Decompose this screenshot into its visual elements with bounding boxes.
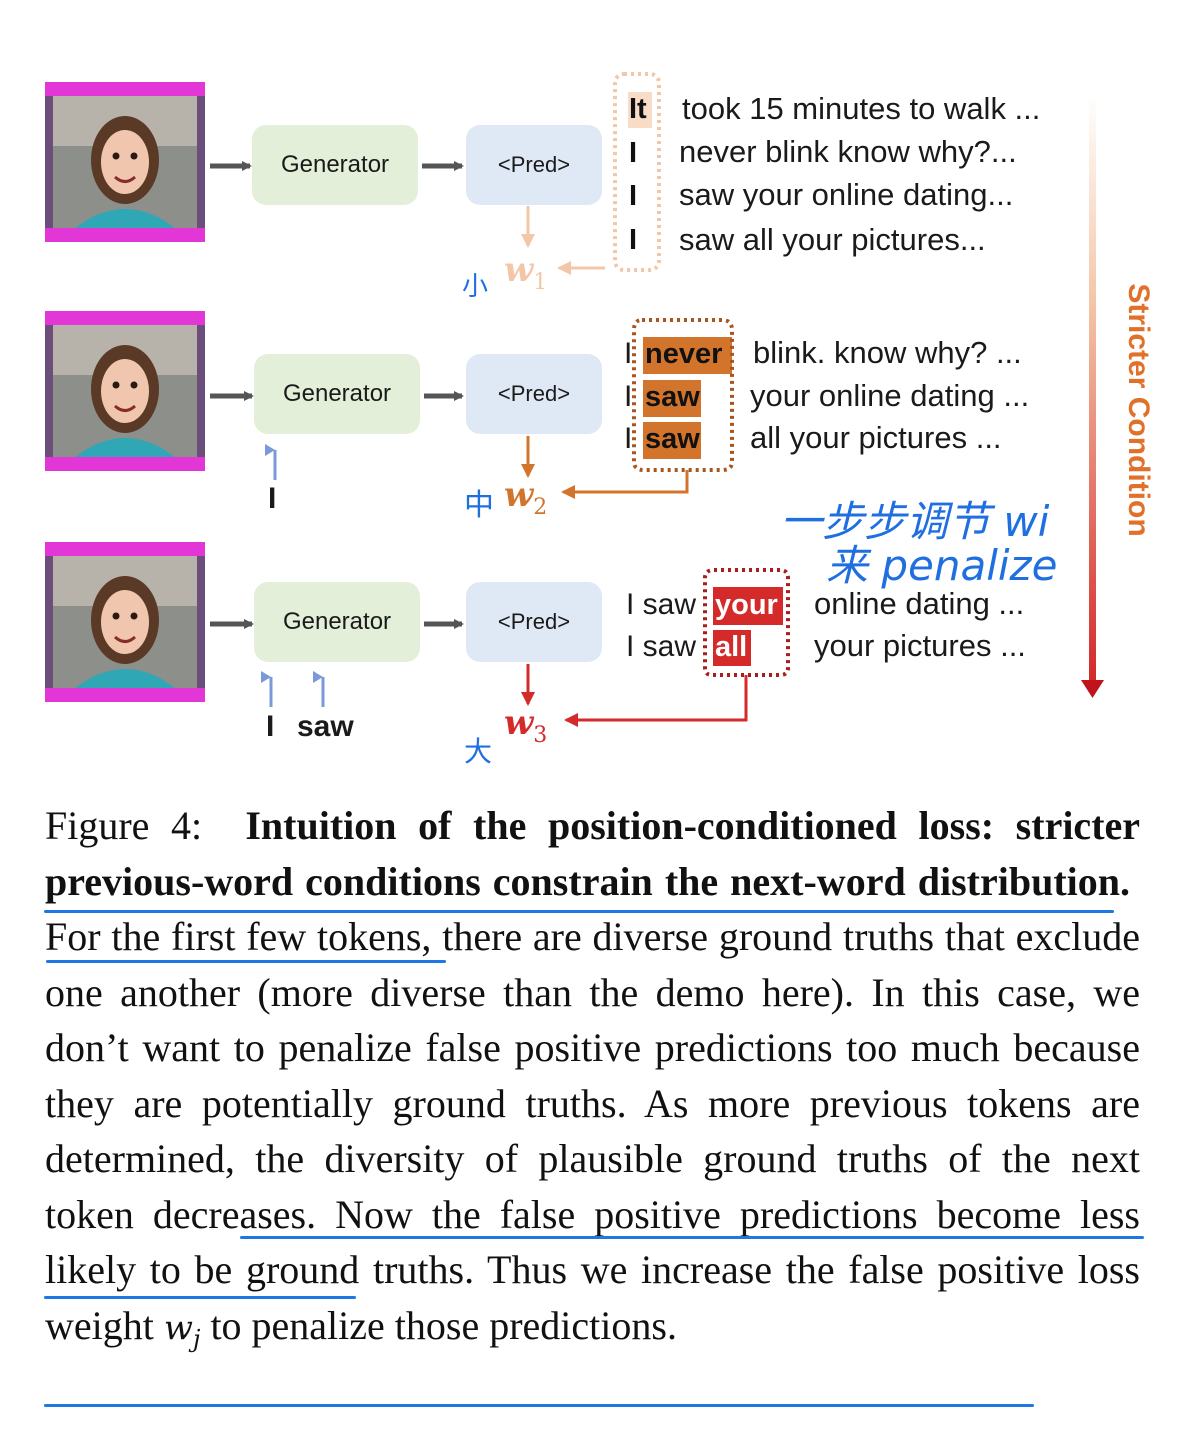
token-row1-line2: I [629,137,638,169]
weight-label-w2: w2 [504,475,547,520]
text-row1-line4: saw all your pictures... [679,222,986,257]
figure-caption: Figure 4: Intuition of the position-cond… [45,798,1140,1367]
weight-symbol: w [504,250,534,290]
token-row3-line1: your [715,589,778,621]
weight-label-w3: w3 [504,703,547,748]
underline-2 [46,960,446,963]
token-row2-line3: saw [645,423,700,455]
pred-label: <Pred> [497,609,571,634]
underline-3 [240,1236,1144,1239]
weight-index: 3 [533,722,548,748]
figure-diagram: Generator <Pred> Generator <Pred> [45,72,1155,768]
prefix-row3-line1: I saw [626,588,697,621]
face-photo-row3 [45,542,205,702]
hand-note-large: 大 [464,735,493,768]
weight-index: 1 [533,269,548,295]
text-row2-line3: all your pictures ... [750,420,1002,455]
generator-label: Generator [280,151,390,178]
caption-title: Intuition of the position-conditioned lo… [45,803,1141,904]
math-sub: j [192,1324,201,1353]
figure-number: Figure 4: [45,803,203,848]
prefix-row3-line2: I saw [626,630,697,663]
input-token-row3-1: I [266,710,275,743]
generator-box-row2: Generator [254,354,420,434]
math-w: wj [163,1307,201,1353]
text-row2-line2: your online dating ... [750,378,1030,413]
underline-1 [44,910,1114,913]
token-row1-line1: It [629,93,647,125]
prefix-row2-line1: I [624,337,633,370]
token-row2-line1: never [645,338,723,370]
text-row3-line2: your pictures ... [814,628,1026,663]
text-row1-line2: never blink know why?... [679,134,1017,169]
weight-symbol: w [504,703,534,743]
face-photo-row1 [45,82,205,242]
face-photo-row2 [45,311,205,471]
hand-note-small: 小 [462,272,489,302]
caption-body-part2: to penalize those predictions. [200,1302,677,1348]
weight-label-w1: w1 [504,250,547,295]
stricter-condition-label: Stricter Condition [1122,283,1155,537]
prefix-row2-line3: I [624,422,633,455]
token-row1-line4: I [629,224,638,256]
text-row1-line1: took 15 minutes to walk ... [682,91,1041,126]
underline-5 [44,1404,1034,1407]
weight-symbol: w [504,475,534,515]
weight-index: 2 [533,494,548,520]
input-token-row3-2: saw [297,710,354,743]
pred-label: <Pred> [497,381,571,406]
generator-label: Generator [282,608,392,635]
text-row2-line1: blink. know why? ... [753,335,1022,370]
text-row1-line3: saw your online dating... [679,177,1014,212]
generator-box-row1: Generator [252,125,418,205]
generator-box-row3: Generator [254,582,420,662]
prefix-row2-line2: I [624,380,633,413]
input-token-row2-1: I [268,482,277,515]
token-row3-line2: all [715,631,748,663]
generator-label: Generator [282,380,392,407]
math-symbol: w [163,1307,193,1348]
token-row1-line3: I [629,180,638,212]
underline-4 [44,1296,356,1299]
pred-box-row2: <Pred> [466,354,602,434]
hand-annotation-line1: 一步步调节 wi [780,497,1050,546]
pred-box-row1: <Pred> [466,125,602,205]
token-row2-line2: saw [645,381,700,413]
caption-body-part1: For the first few tokens, there are dive… [45,914,1140,1348]
diagram-arrows [210,72,1104,727]
hand-note-medium: 中 [464,488,494,523]
hand-annotation-line2: 来 penalize [826,541,1058,590]
pred-box-row3: <Pred> [466,582,602,662]
text-row3-line1: online dating ... [814,586,1025,621]
pred-label: <Pred> [497,152,571,177]
